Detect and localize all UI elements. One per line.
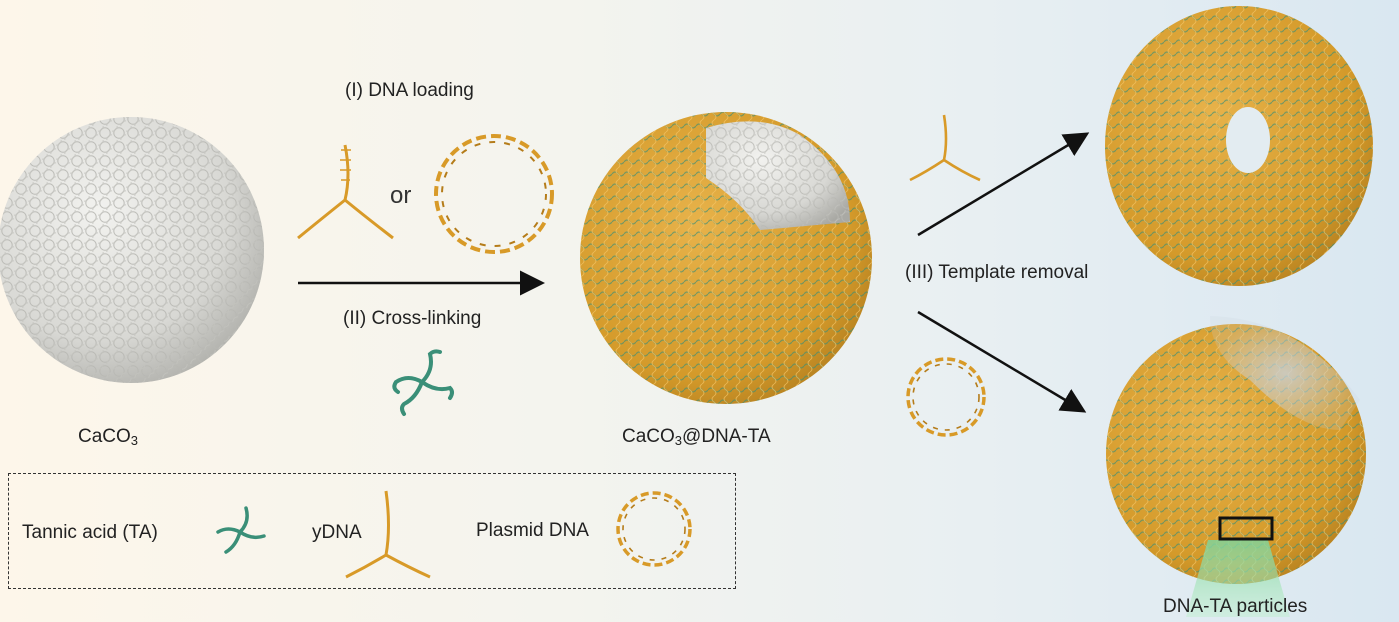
caco3-label: CaCO3: [78, 426, 138, 448]
caco3-label-main: CaCO: [78, 426, 131, 447]
legend-plasmid-label: Plasmid DNA: [476, 520, 589, 541]
caco3-dna-ta-label-main: CaCO: [622, 426, 675, 447]
zoom-beam: [1186, 540, 1290, 617]
caco3-dna-ta-label-rest: @DNA-TA: [682, 426, 771, 447]
ydna-icon-small: [909, 114, 981, 182]
dna-ta-hollow-particle: [1106, 316, 1366, 617]
or-label: or: [390, 182, 412, 209]
legend-ydna-icon: [345, 490, 431, 579]
process-arrow-upper: [917, 132, 1090, 237]
caco3-dna-ta-label: CaCO3@DNA-TA: [622, 426, 771, 448]
dna-ta-particles-label: DNA-TA particles: [1163, 596, 1308, 617]
tannic-acid-icon: [392, 349, 454, 416]
ydna-icon: [297, 144, 394, 240]
caco3-label-sub: 3: [130, 433, 139, 448]
legend-box: [8, 473, 736, 589]
legend-tannic-icon: [216, 506, 266, 554]
legend-plasmid-icon: [616, 491, 692, 567]
legend-tannic-label: Tannic acid (TA): [22, 522, 158, 543]
legend-ydna-label: yDNA: [312, 522, 362, 543]
caco3-dna-ta-label-sub: 3: [674, 433, 683, 448]
process-arrow-lower: [917, 310, 1087, 413]
caco3-dna-ta-sphere: [580, 112, 872, 404]
plasmid-icon: [434, 134, 554, 254]
dna-ta-torus-particle: [1105, 6, 1373, 286]
step-template-removal-label: (III) Template removal: [905, 262, 1089, 283]
plasmid-icon-small: [906, 357, 986, 437]
step-cross-linking-label: (II) Cross-linking: [343, 308, 482, 329]
caco3-sphere: [0, 117, 264, 383]
zoom-box: [1218, 516, 1274, 541]
step-dna-loading-label: (I) DNA loading: [345, 80, 474, 101]
